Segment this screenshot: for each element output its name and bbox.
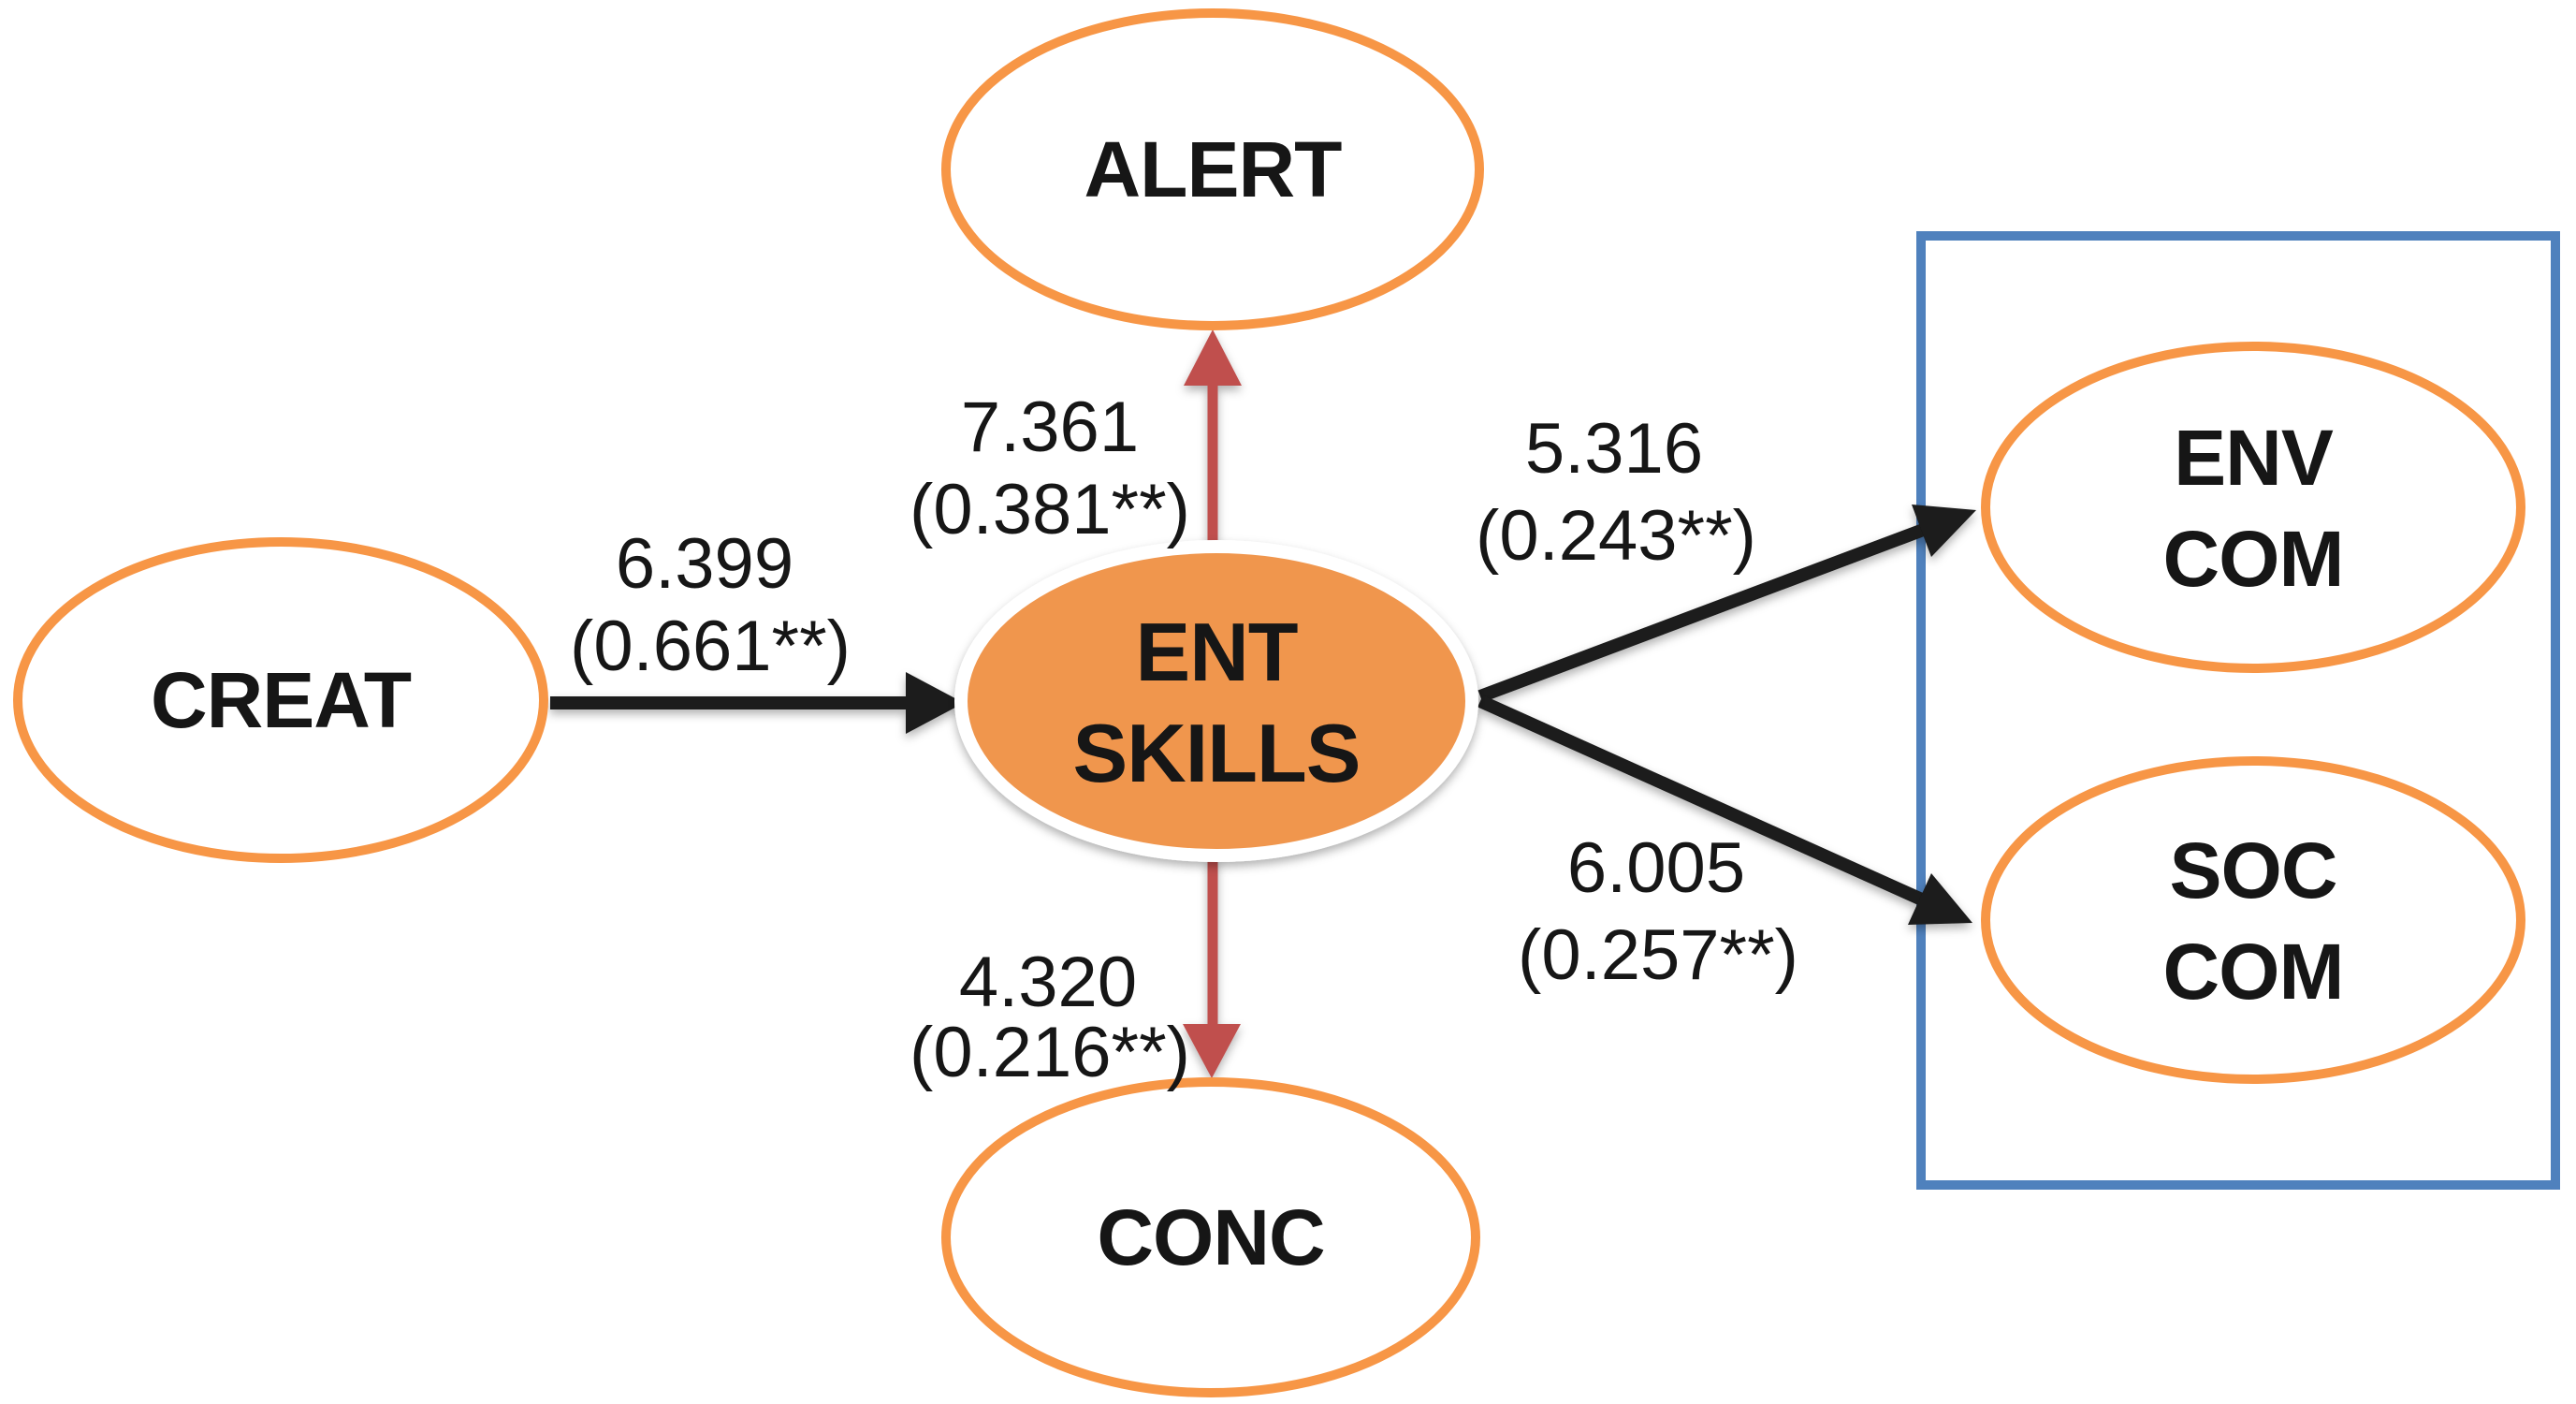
arrow-ent-skills-to-env-com-line [1477, 522, 1928, 703]
node-alert-ellipse [941, 8, 1484, 330]
node-alert-label: ALERT [1084, 125, 1343, 213]
node-creat-label: CREAT [151, 656, 412, 744]
node-env-com: ENV COM [1981, 342, 2525, 673]
path-label-creat-to-ent-skills: 6.399 (0.661**) [570, 524, 851, 686]
path-label-ent-skills-to-conc: 4.320 (0.216**) [910, 943, 1190, 1092]
arrow-ent-skills-to-soc-com-head-icon [1908, 873, 1972, 925]
arrow-ent-skills-to-alert [1184, 329, 1242, 554]
beta-ent-skills-to-env-com: (0.243**) [1476, 496, 1756, 576]
t-value-ent-skills-to-conc: 4.320 [959, 943, 1137, 1022]
t-value-creat-to-ent-skills: 6.399 [616, 524, 793, 604]
beta-ent-skills-to-soc-com: (0.257**) [1518, 915, 1798, 995]
arrow-creat-to-ent-skills-head-icon [906, 672, 964, 734]
node-ent-skills-label-line1: ENT [1136, 606, 1298, 698]
t-value-ent-skills-to-alert: 7.361 [961, 388, 1139, 467]
arrow-ent-skills-to-soc-com-line [1477, 695, 1927, 907]
arrow-creat-to-ent-skills [550, 672, 964, 734]
node-ent-skills-ellipse [954, 540, 1478, 862]
node-conc-label: CONC [1097, 1193, 1324, 1281]
node-soc-com-label-line2: COM [2163, 928, 2344, 1016]
node-soc-com-ellipse [1981, 756, 2525, 1084]
t-value-ent-skills-to-soc-com: 6.005 [1567, 828, 1745, 908]
path-label-ent-skills-to-env-com: 5.316 (0.243**) [1476, 409, 1756, 576]
node-conc: CONC [941, 1077, 1480, 1397]
arrow-ent-skills-to-alert-head-icon [1184, 329, 1242, 386]
path-label-ent-skills-to-soc-com: 6.005 (0.257**) [1518, 828, 1798, 995]
beta-creat-to-ent-skills: (0.661**) [570, 607, 851, 686]
arrow-ent-skills-to-conc [1183, 857, 1241, 1078]
t-value-ent-skills-to-env-com: 5.316 [1525, 409, 1703, 489]
outcome-group-box [1916, 231, 2560, 1190]
arrow-ent-skills-to-env-com [1477, 505, 1976, 703]
beta-ent-skills-to-alert: (0.381**) [910, 470, 1190, 549]
node-conc-ellipse [941, 1077, 1480, 1397]
beta-ent-skills-to-conc: (0.216**) [910, 1013, 1190, 1092]
node-env-com-ellipse [1981, 342, 2525, 673]
node-creat: CREAT [13, 537, 548, 863]
node-env-com-label-line2: COM [2163, 515, 2344, 603]
path-label-ent-skills-to-alert: 7.361 (0.381**) [910, 388, 1190, 549]
node-env-com-label-line1: ENV [2174, 414, 2334, 502]
node-ent-skills: ENT SKILLS [954, 540, 1478, 862]
arrow-ent-skills-to-env-com-head-icon [1912, 505, 1976, 557]
node-ent-skills-label-line2: SKILLS [1073, 707, 1361, 799]
node-alert: ALERT [941, 8, 1484, 330]
arrow-ent-skills-to-soc-com [1477, 695, 1972, 925]
node-soc-com-label-line1: SOC [2169, 826, 2336, 914]
arrow-ent-skills-to-conc-head-icon [1183, 1024, 1241, 1078]
node-soc-com: SOC COM [1981, 756, 2525, 1084]
node-creat-ellipse [13, 537, 548, 863]
